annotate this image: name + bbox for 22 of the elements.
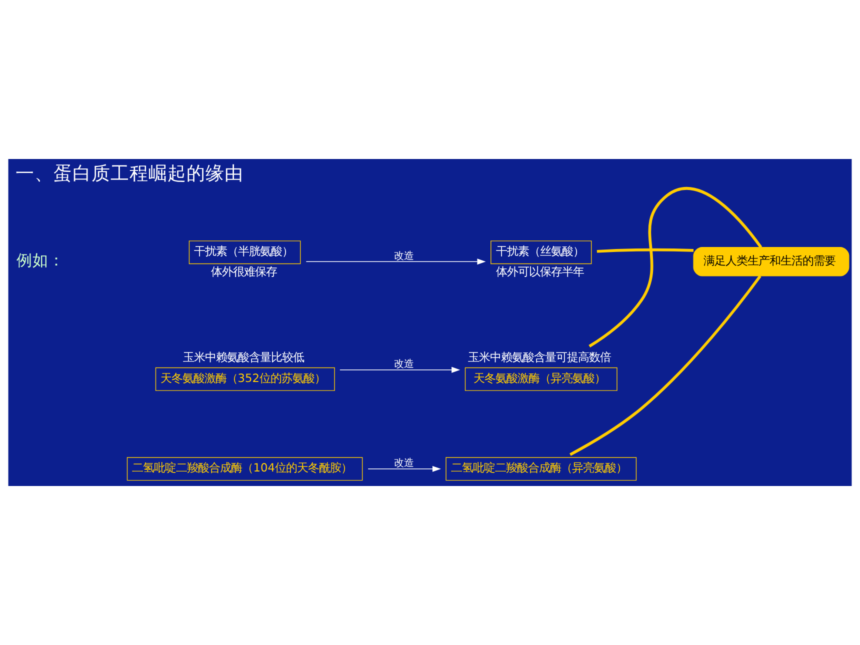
connector: [596, 248, 694, 253]
edge-label: 改造: [394, 250, 414, 262]
node-label: 玉米中赖氨酸含量可提高数倍: [468, 350, 612, 364]
node-box: 二氢吡啶二羧酸合成酶（异亮氨酸）: [446, 457, 637, 481]
connector: [570, 275, 762, 456]
arrow: [340, 366, 460, 373]
connector: [588, 187, 762, 348]
node-label: 玉米中赖氨酸含量比较低: [183, 350, 304, 364]
diagram-title: 一、蛋白质工程崛起的缘由: [15, 164, 244, 185]
node-box: 满足人类生产和生活的需要: [693, 247, 850, 276]
arrow: [368, 466, 441, 472]
node-label: 体外很难保存: [210, 264, 277, 279]
node-box: 天冬氨酸激酶（352位的苏氨酸）: [155, 367, 335, 391]
arrow: [306, 258, 486, 265]
node-label: 体外可以保存半年: [496, 264, 584, 279]
label: 例如：: [16, 250, 64, 270]
node-box: 天冬氨酸激酶（异亮氨酸）: [464, 367, 618, 391]
node-box: 干扰素（半胱氨酸）: [188, 240, 301, 264]
edge-label: 改造: [394, 359, 414, 370]
node-box: 干扰素（丝氨酸）: [490, 240, 592, 264]
edge-label: 改造: [394, 458, 414, 470]
node-box: 二氢吡啶二羧酸合成酶（104位的天冬酰胺）: [126, 457, 363, 481]
